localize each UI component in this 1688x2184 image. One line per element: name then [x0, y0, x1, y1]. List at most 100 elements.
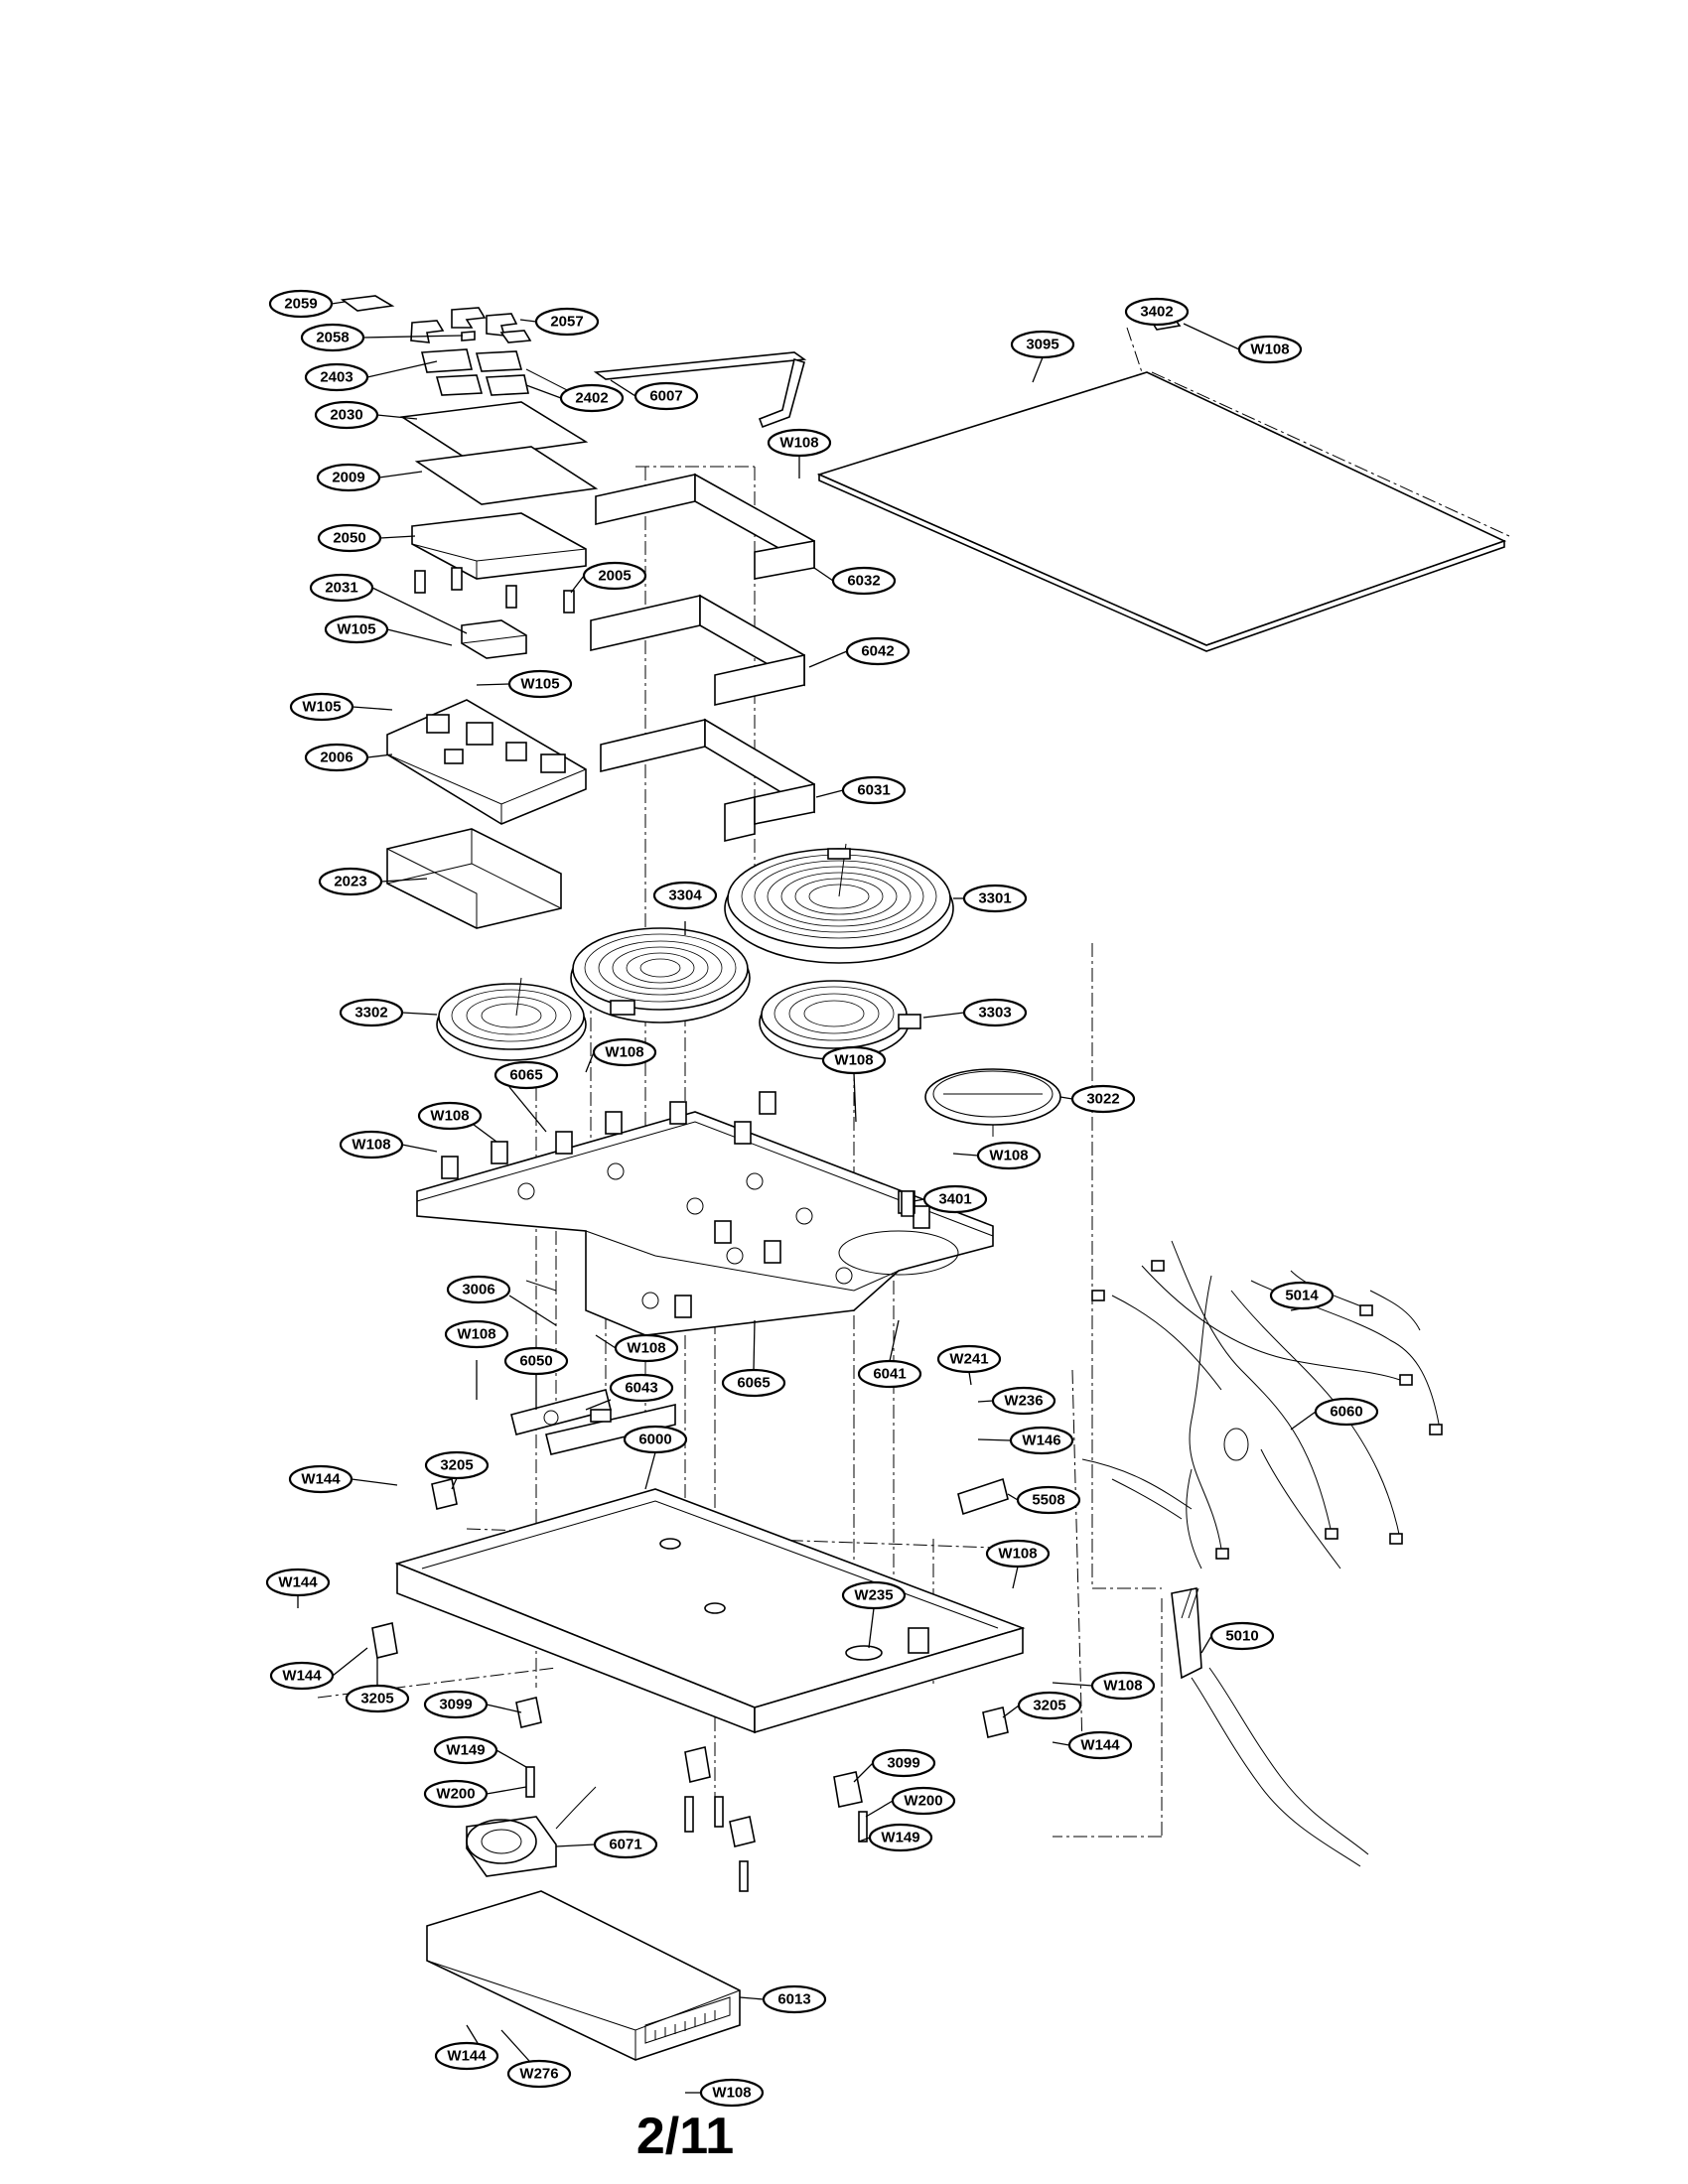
callout-3303: 3303 — [962, 998, 1028, 1027]
svg-text:6065: 6065 — [737, 1375, 770, 1392]
callout-6000: 6000 — [623, 1425, 688, 1454]
callout-labels: 2059 2057 2058 2403 2402 6007 2030 2009 … — [265, 289, 1379, 2108]
callout-6032: 6032 — [831, 566, 897, 596]
svg-text:W144: W144 — [282, 1668, 322, 1685]
part-2023-shape — [386, 828, 562, 929]
wire-harness-shape — [1081, 1240, 1443, 1570]
callout-5508: 5508 — [1016, 1485, 1081, 1515]
callout-W235: W235 — [841, 1580, 907, 1610]
svg-text:W108: W108 — [605, 1044, 643, 1061]
svg-text:W276: W276 — [519, 2066, 558, 2083]
callout-3302: 3302 — [339, 998, 404, 1027]
bracket-group — [590, 351, 815, 843]
svg-text:6042: 6042 — [861, 643, 894, 660]
svg-text:W241: W241 — [949, 1351, 988, 1368]
svg-text:W200: W200 — [436, 1786, 475, 1803]
callout-W200-b: W200 — [891, 1786, 956, 1816]
bottom-cover-shape — [426, 1890, 741, 2061]
callout-W108-a: W108 — [1237, 335, 1303, 364]
callout-W108-g: W108 — [976, 1141, 1042, 1170]
callout-W108-f: W108 — [339, 1130, 404, 1160]
callout-6043: 6043 — [609, 1373, 674, 1403]
svg-text:2402: 2402 — [575, 390, 608, 407]
element-3302-shape — [436, 977, 587, 1061]
callout-3205-c: 3205 — [1017, 1691, 1082, 1720]
svg-text:W146: W146 — [1022, 1433, 1060, 1449]
svg-text:W235: W235 — [854, 1587, 893, 1604]
svg-text:W108: W108 — [627, 1340, 665, 1357]
callout-6013: 6013 — [762, 1984, 827, 2014]
svg-text:3303: 3303 — [978, 1005, 1011, 1022]
svg-text:W108: W108 — [834, 1052, 873, 1069]
power-cord-shape — [1171, 1587, 1369, 1867]
callout-2057: 2057 — [534, 307, 600, 337]
callout-6050: 6050 — [503, 1346, 569, 1376]
svg-text:2030: 2030 — [330, 407, 362, 424]
callout-W236: W236 — [991, 1386, 1056, 1416]
part-6032-shape — [595, 473, 815, 580]
svg-text:3402: 3402 — [1140, 304, 1173, 321]
part-6042-shape — [590, 594, 805, 706]
part-6007-shape — [593, 351, 807, 380]
fan-shape — [466, 1786, 597, 1877]
callout-W108-d: W108 — [821, 1045, 887, 1075]
svg-text:W105: W105 — [302, 699, 341, 716]
svg-text:6050: 6050 — [519, 1353, 552, 1370]
svg-text:5508: 5508 — [1032, 1492, 1064, 1509]
callout-W144-d: W144 — [1067, 1730, 1133, 1760]
part-2006-shape — [386, 699, 587, 825]
callout-2023: 2023 — [318, 867, 383, 896]
callout-3006: 3006 — [446, 1275, 511, 1304]
svg-text:3099: 3099 — [439, 1697, 472, 1713]
terminal-block-shape — [957, 1477, 1009, 1516]
part-3022-shape — [924, 1068, 1061, 1137]
callout-W241: W241 — [936, 1344, 1002, 1374]
callout-W108-h: W108 — [614, 1333, 679, 1363]
callout-W105-b: W105 — [507, 669, 573, 699]
svg-text:2058: 2058 — [316, 330, 349, 346]
svg-text:2009: 2009 — [332, 470, 364, 486]
callout-2059: 2059 — [268, 289, 334, 319]
svg-text:W149: W149 — [446, 1742, 485, 1759]
callout-W108-j: W108 — [985, 1539, 1051, 1569]
svg-text:W144: W144 — [301, 1471, 341, 1488]
svg-text:W108: W108 — [430, 1108, 469, 1125]
callout-3095: 3095 — [1010, 330, 1075, 359]
callout-3099-b: 3099 — [871, 1748, 936, 1778]
element-3301-shape — [724, 843, 954, 964]
svg-text:6007: 6007 — [649, 388, 682, 405]
glass-cooktop-shape — [816, 317, 1507, 652]
svg-text:5010: 5010 — [1225, 1628, 1258, 1645]
svg-text:6013: 6013 — [777, 1991, 810, 2008]
svg-text:W108: W108 — [998, 1546, 1037, 1563]
callout-W200-a: W200 — [423, 1779, 489, 1809]
callout-W108-c: W108 — [592, 1037, 657, 1067]
callout-2050: 2050 — [317, 523, 382, 553]
callout-2030: 2030 — [314, 400, 379, 430]
callout-2005: 2005 — [582, 561, 647, 591]
part-2058-shape — [461, 331, 476, 341]
svg-text:W108: W108 — [352, 1137, 390, 1154]
callout-3022: 3022 — [1070, 1084, 1136, 1114]
callout-W108-i: W108 — [444, 1319, 509, 1349]
svg-text:W108: W108 — [1103, 1678, 1142, 1695]
svg-text:W105: W105 — [337, 621, 375, 638]
callout-5014: 5014 — [1269, 1281, 1335, 1310]
display-board-shape — [510, 1389, 676, 1455]
svg-text:6065: 6065 — [509, 1067, 542, 1084]
svg-text:6031: 6031 — [857, 782, 890, 799]
chassis-screws — [525, 1766, 868, 1892]
part-3401-shape — [901, 1190, 914, 1217]
svg-text:2403: 2403 — [320, 369, 352, 386]
callout-3402: 3402 — [1124, 297, 1190, 327]
callout-6042: 6042 — [845, 636, 911, 666]
part-2402-shape — [420, 348, 572, 396]
svg-text:6032: 6032 — [847, 573, 880, 590]
svg-text:2005: 2005 — [598, 568, 631, 585]
callout-W276: W276 — [506, 2059, 572, 2089]
callout-3205-b: 3205 — [345, 1684, 410, 1713]
svg-text:2023: 2023 — [334, 874, 366, 890]
callout-2402: 2402 — [559, 383, 625, 413]
part-6031-shape — [600, 718, 815, 843]
svg-text:3304: 3304 — [668, 887, 702, 904]
